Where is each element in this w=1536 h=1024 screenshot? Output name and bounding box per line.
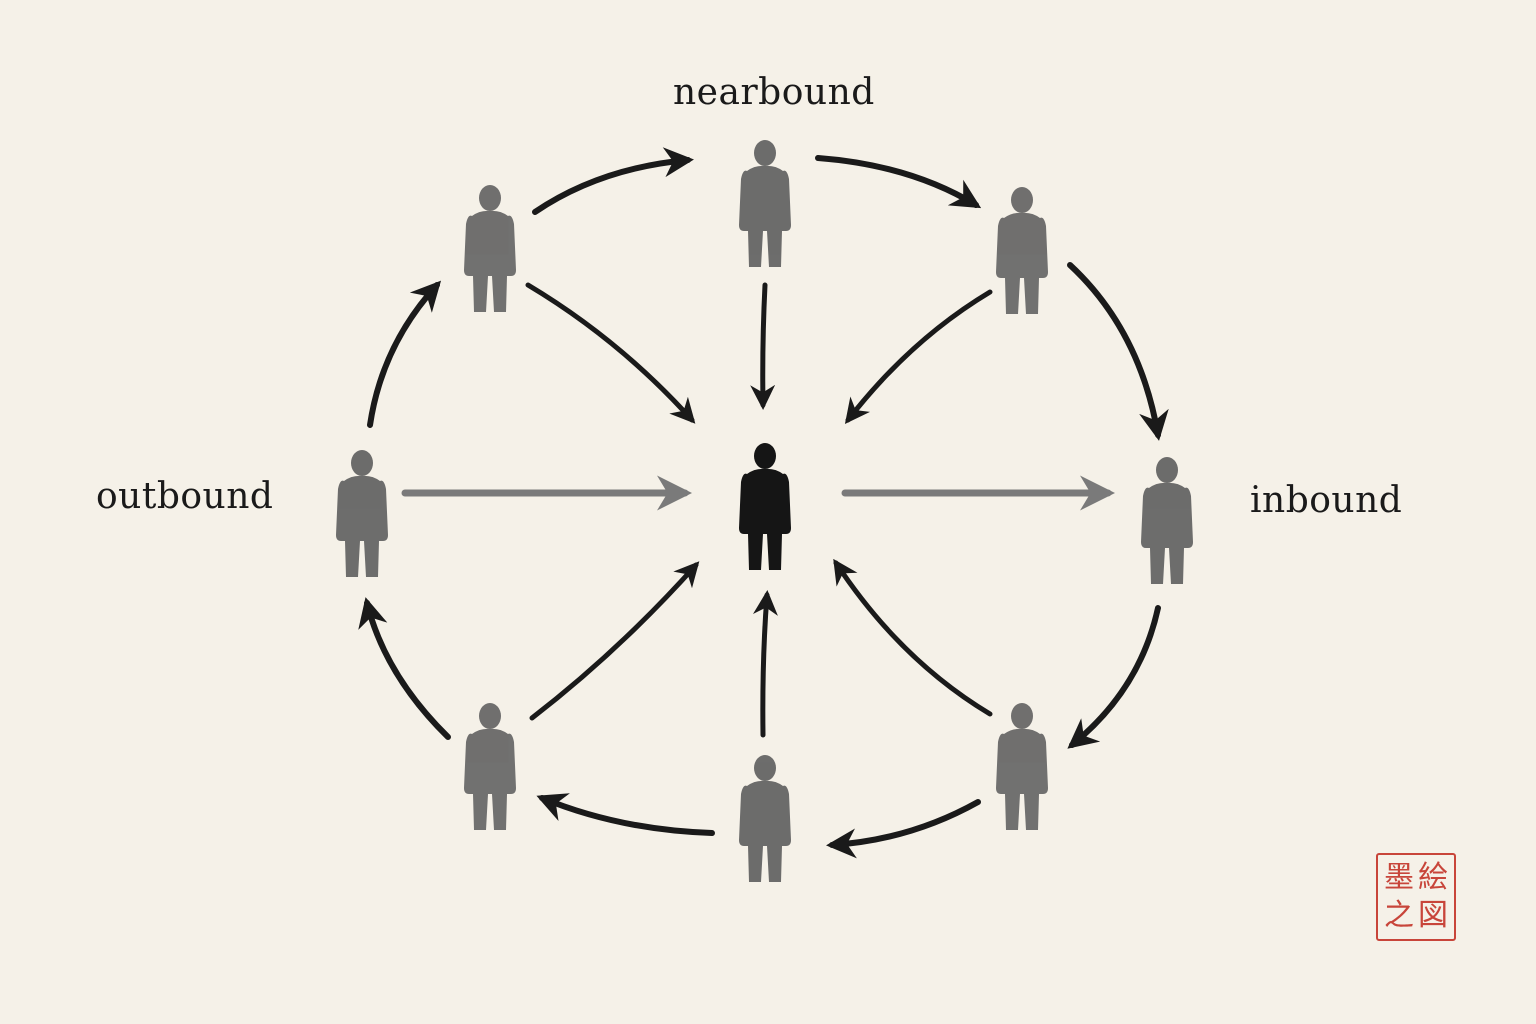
person-icon-bottom <box>739 755 791 882</box>
person-icon-lower-left <box>464 703 516 830</box>
seal-char: 図 <box>1418 898 1448 933</box>
label-nearbound: nearbound <box>673 72 875 113</box>
arrow-upper-right-to-right <box>1067 262 1169 441</box>
arrow-upper-left-to-center <box>525 282 696 424</box>
person-icon-center <box>739 443 791 570</box>
label-inbound: inbound <box>1250 480 1403 521</box>
person-icon-top <box>739 140 791 267</box>
person-icon-right <box>1141 457 1193 584</box>
arrow-left-to-upper-left <box>367 280 442 428</box>
arrow-lower-left-to-left <box>358 597 451 740</box>
ring-arrows <box>358 147 1169 859</box>
arrow-top-to-center <box>750 282 776 410</box>
arrow-bottom-to-lower-left <box>536 793 715 836</box>
arrow-right-to-lower-right <box>1067 605 1161 749</box>
arrow-lower-right-to-bottom <box>826 799 981 859</box>
arrow-top-to-upper-right <box>815 155 982 209</box>
person-icon-lower-right <box>996 703 1048 830</box>
person-icon-left <box>336 450 388 577</box>
arrow-bottom-to-center <box>753 590 778 738</box>
seal-char: 墨 <box>1384 860 1414 895</box>
seal-char: 絵 <box>1418 860 1448 895</box>
spoke-arrows <box>525 282 993 738</box>
arrow-upper-right-to-center <box>844 289 993 424</box>
seal-char: 之 <box>1384 898 1414 933</box>
arrow-lower-left-to-center <box>529 561 700 721</box>
arrow-upper-left-to-top <box>532 147 694 215</box>
figures <box>336 140 1193 882</box>
arrow-lower-right-to-center <box>833 558 993 717</box>
person-icon-upper-left <box>464 185 516 312</box>
label-outbound: outbound <box>96 476 274 517</box>
artist-seal: 墨 絵 之 図 <box>1376 853 1456 941</box>
person-icon-upper-right <box>996 187 1048 314</box>
